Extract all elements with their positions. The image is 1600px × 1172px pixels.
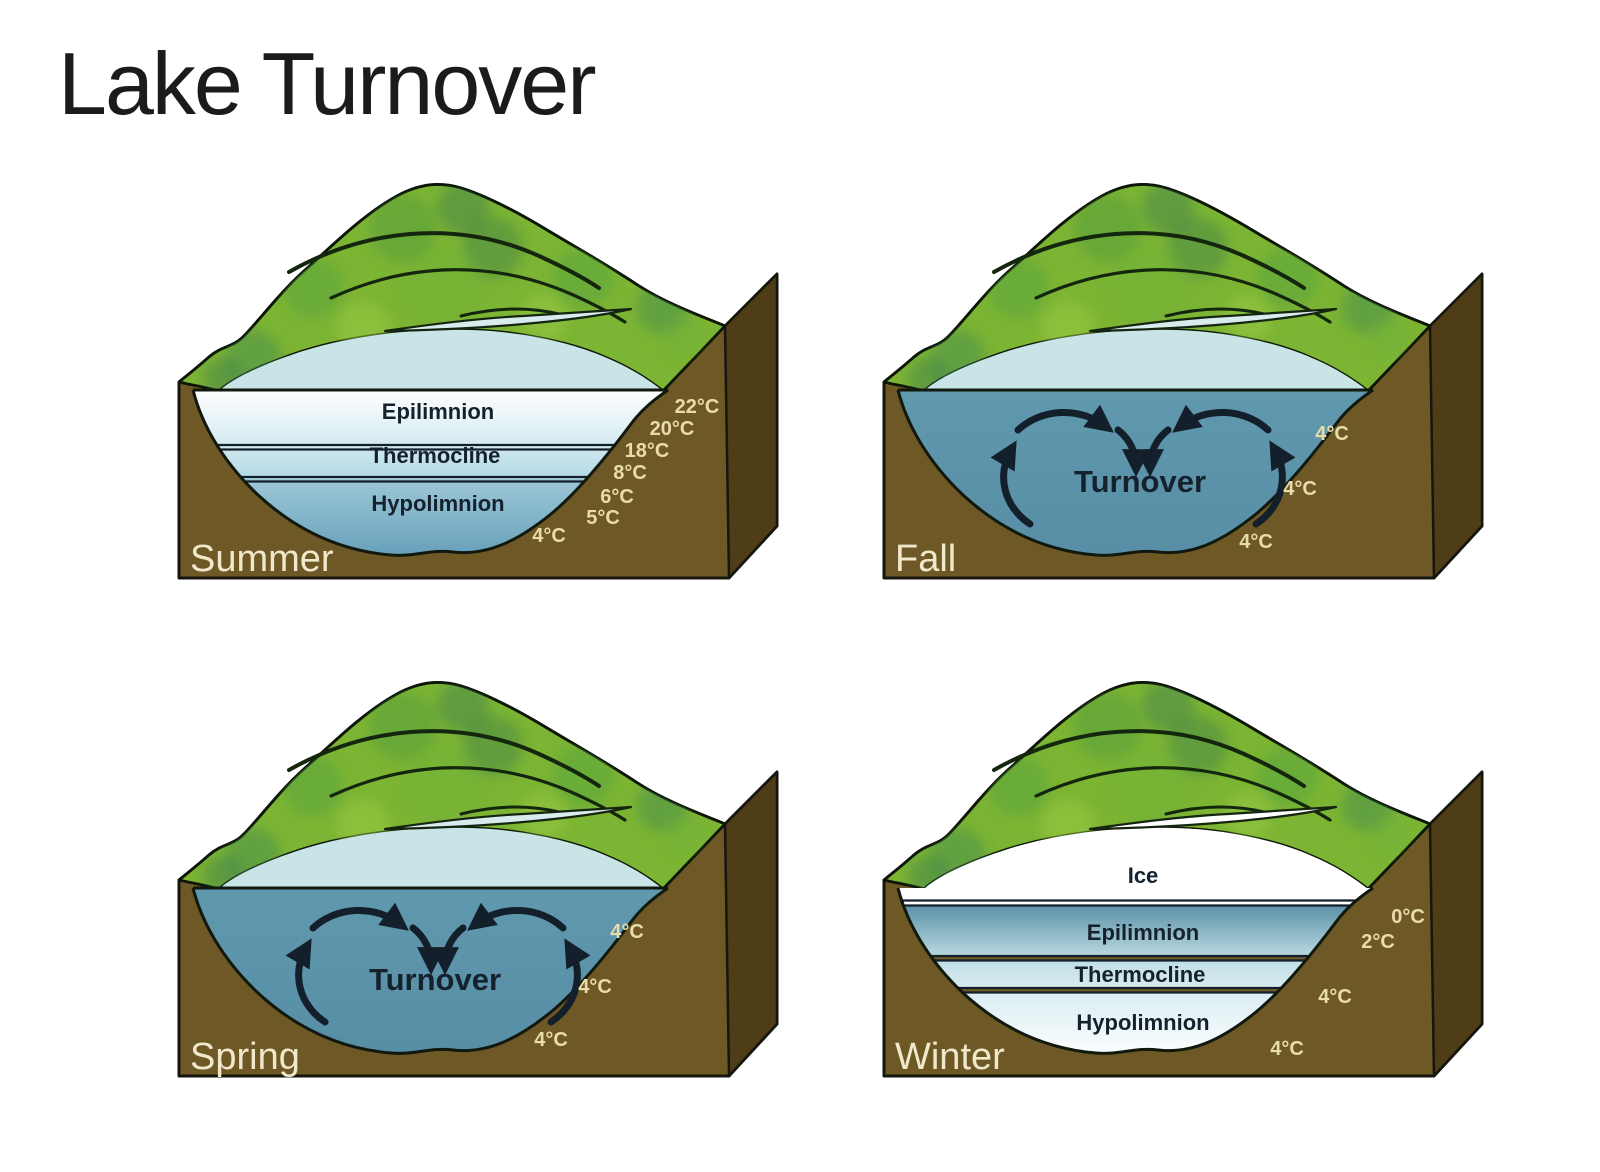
temp-label: 6°C xyxy=(600,486,634,508)
temp-label: 4°C xyxy=(1318,986,1352,1008)
temp-label: 22°C xyxy=(675,396,720,418)
panel-summer: Epilimnion Thermocline Hypolimnion 22°C … xyxy=(163,168,793,588)
temp-label: 4°C xyxy=(532,525,566,547)
layer-label-thermocline: Thermocline xyxy=(370,443,501,468)
layer-label-thermocline: Thermocline xyxy=(1075,962,1206,987)
temp-label: 4°C xyxy=(1270,1038,1304,1060)
temp-label: 4°C xyxy=(1283,478,1317,500)
temp-label: 4°C xyxy=(578,976,612,998)
winter-illustration: Ice Epilimnion Thermocline Hypolimnion 0… xyxy=(868,666,1498,1078)
season-label: Summer xyxy=(190,538,334,580)
temp-label: 0°C xyxy=(1391,906,1425,928)
temp-label: 4°C xyxy=(1239,531,1273,553)
temp-label: 4°C xyxy=(1315,423,1349,445)
panel-fall: Turnover 4°C 4°C 4°C Fall xyxy=(868,168,1498,588)
temp-label: 20°C xyxy=(650,418,695,440)
fall-illustration: Turnover 4°C 4°C 4°C Fall xyxy=(868,168,1498,580)
temp-label: 2°C xyxy=(1361,931,1395,953)
temp-label: 5°C xyxy=(586,507,620,529)
temp-label: 4°C xyxy=(610,921,644,943)
temp-label: 18°C xyxy=(625,440,670,462)
layer-label-epilimnion: Epilimnion xyxy=(1087,920,1199,945)
temp-label: 8°C xyxy=(613,462,647,484)
summer-illustration: Epilimnion Thermocline Hypolimnion 22°C … xyxy=(163,168,793,580)
layer-label-hypolimnion: Hypolimnion xyxy=(371,491,504,516)
season-label: Winter xyxy=(895,1036,1005,1078)
panel-spring: Turnover 4°C 4°C 4°C Spring xyxy=(163,666,793,1086)
season-label: Spring xyxy=(190,1036,300,1078)
turnover-label: Turnover xyxy=(1074,464,1206,499)
layer-label-ice: Ice xyxy=(1128,863,1159,888)
season-label: Fall xyxy=(895,538,956,580)
temp-label: 4°C xyxy=(534,1029,568,1051)
spring-illustration: Turnover 4°C 4°C 4°C Spring xyxy=(163,666,793,1078)
layer-label-hypolimnion: Hypolimnion xyxy=(1076,1010,1209,1035)
panel-winter: Ice Epilimnion Thermocline Hypolimnion 0… xyxy=(868,666,1498,1086)
turnover-label: Turnover xyxy=(369,962,501,997)
layer-label-epilimnion: Epilimnion xyxy=(382,399,494,424)
page-title: Lake Turnover xyxy=(58,34,597,133)
